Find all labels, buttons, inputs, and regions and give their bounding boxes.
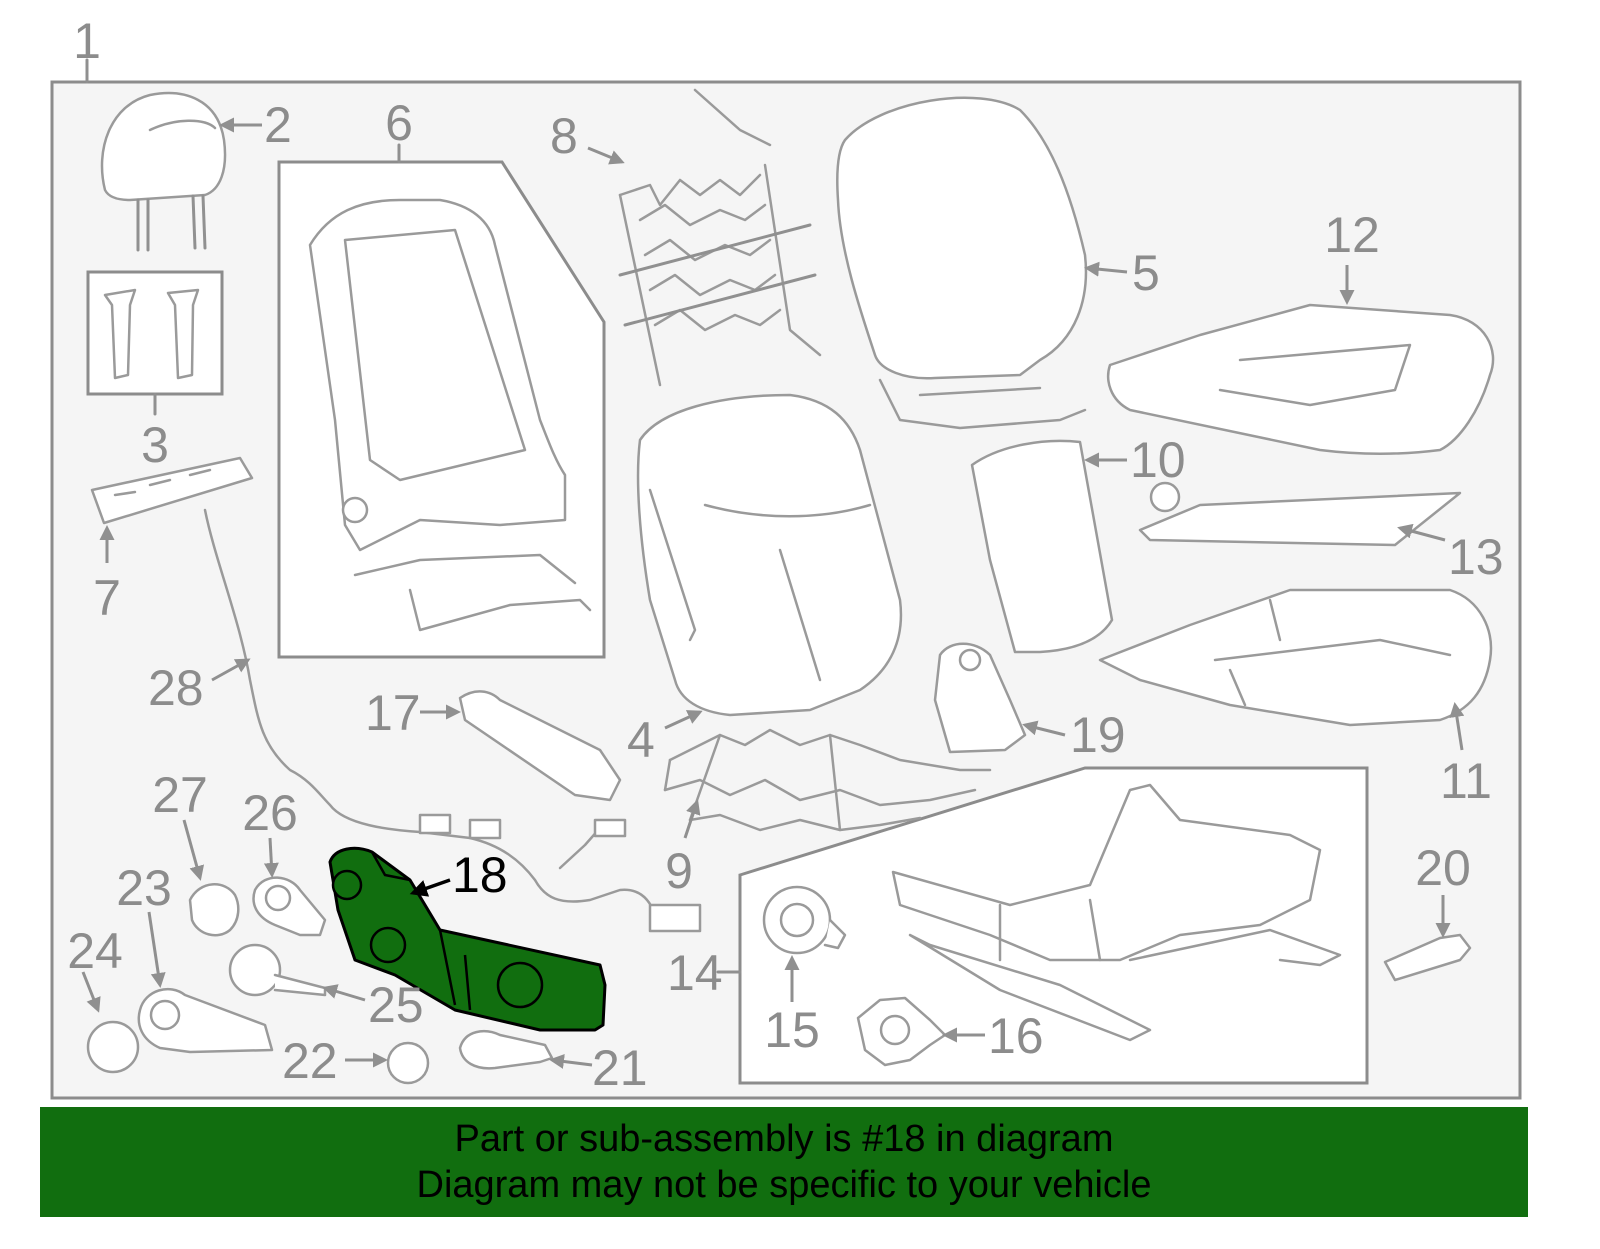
part-3-headrest-guides: [103, 288, 200, 380]
part-24-cap: [86, 1020, 140, 1074]
callout-17: 17: [365, 685, 421, 741]
callout-15: 15: [764, 1002, 820, 1058]
callout-6: 6: [385, 95, 413, 151]
callout-13: 13: [1448, 529, 1504, 585]
callout-12: 12: [1324, 207, 1380, 263]
part-11-cushion: [1098, 588, 1493, 727]
callout-7: 7: [93, 570, 121, 626]
part-6-seatback-frame: [308, 198, 592, 632]
callout-19: 19: [1070, 707, 1126, 763]
banner-line-2: Diagram may not be specific to your vehi…: [416, 1164, 1152, 1206]
callout-18: 18: [452, 847, 508, 903]
part-22-cap: [386, 1041, 430, 1085]
part-10-panel: [970, 439, 1114, 654]
callout-23: 23: [116, 860, 172, 916]
callout-5: 5: [1132, 245, 1160, 301]
part-20-trim: [1383, 933, 1472, 982]
part-13-pad: [1138, 481, 1462, 547]
callout-24: 24: [67, 923, 123, 979]
part-17-side-cover: [458, 690, 622, 802]
part-23-handle: [137, 987, 274, 1054]
part-18-highlighted: [328, 846, 607, 1032]
part-12-cushion-cover: [1106, 303, 1495, 455]
callout-14: 14: [667, 945, 723, 1001]
banner-line-1: Part or sub-assembly is #18 in diagram: [454, 1118, 1114, 1160]
part-7-bracket: [90, 456, 254, 525]
callout-4: 4: [627, 712, 655, 768]
callout-10: 10: [1130, 432, 1186, 488]
callout-25: 25: [368, 977, 424, 1033]
callout-1: 1: [73, 13, 101, 69]
part-16-recliner: [856, 996, 947, 1067]
part-2-headrest: [100, 91, 227, 252]
callout-27: 27: [152, 767, 208, 823]
callout-20: 20: [1415, 840, 1471, 896]
callout-16: 16: [988, 1008, 1044, 1064]
part-4-seatback-pad: [636, 393, 903, 717]
info-banner: Part or sub-assembly is #18 in diagram D…: [40, 1107, 1528, 1217]
part-9-cushion-springs: [663, 728, 992, 832]
part-19-module: [933, 642, 1027, 754]
callout-26: 26: [242, 785, 298, 841]
callout-22: 22: [282, 1033, 338, 1089]
part-5-seatback-cover: [836, 96, 1088, 430]
callout-2: 2: [264, 97, 292, 153]
callout-21: 21: [592, 1040, 648, 1096]
callout-28: 28: [148, 660, 204, 716]
callout-8: 8: [550, 108, 578, 164]
part-15-recliner: [762, 885, 847, 955]
callout-3: 3: [141, 417, 169, 473]
callout-9: 9: [665, 843, 693, 899]
leader-arrows: [81, 117, 1465, 1069]
part-8-spring-mat: [618, 88, 822, 387]
part-27-cap: [188, 883, 240, 937]
callout-11: 11: [1440, 753, 1492, 809]
box-part-3: [86, 270, 224, 396]
part-26-knob: [252, 876, 327, 937]
part-14-seat-track: [891, 783, 1342, 1042]
